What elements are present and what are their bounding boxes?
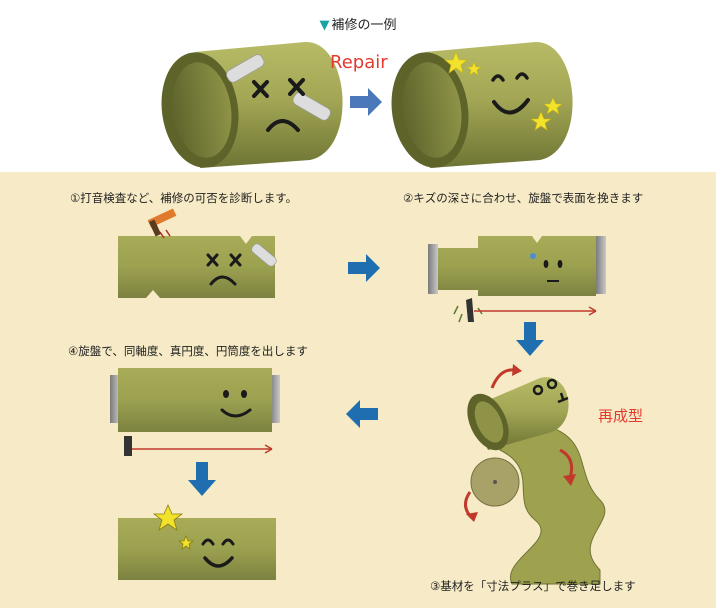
repaired-pipe [391, 41, 573, 168]
page-title: ▼補修の一例 [0, 14, 716, 33]
damaged-pipe [161, 41, 343, 168]
step1-pipe [118, 208, 277, 298]
right-arrow-icon [350, 88, 382, 116]
final-pipe [118, 504, 276, 580]
left-arrow-icon [346, 400, 378, 428]
bandage-icon [251, 243, 277, 267]
bandage-icon [226, 54, 331, 121]
star-icon [152, 504, 195, 550]
step2-lathe [428, 236, 606, 323]
star-icon [444, 51, 563, 131]
right-arrow-icon [348, 254, 380, 282]
sad-mouth-icon [266, 119, 300, 132]
smile-mouth-icon [492, 98, 530, 115]
step3-caption: ③基材を「寸法プラス」で巻き足します [430, 579, 636, 593]
triangle-marker-icon: ▼ [319, 18, 330, 33]
step4-lathe [110, 368, 280, 456]
remold-label: 再成型 [598, 407, 644, 425]
happy-eyes-icon [491, 72, 529, 82]
down-arrow-icon [188, 462, 216, 496]
down-arrow-icon [516, 322, 544, 356]
step1-caption: ①打音検査など、補修の可否を診断します。 [70, 191, 298, 205]
hammer-icon [147, 208, 177, 239]
page-title-text: 補修の一例 [331, 18, 397, 33]
step3-remolding [464, 364, 606, 585]
x-eyes-icon [252, 78, 305, 98]
repair-label: Repair [330, 52, 388, 73]
cutting-tool-icon [124, 436, 132, 456]
step4-caption: ④旋盤で、同軸度、真円度、円筒度を出します [68, 344, 308, 358]
cutting-tool-icon [466, 298, 474, 322]
step2-caption: ②キズの深さに合わせ、旋盤で表面を挽きます [403, 191, 644, 205]
